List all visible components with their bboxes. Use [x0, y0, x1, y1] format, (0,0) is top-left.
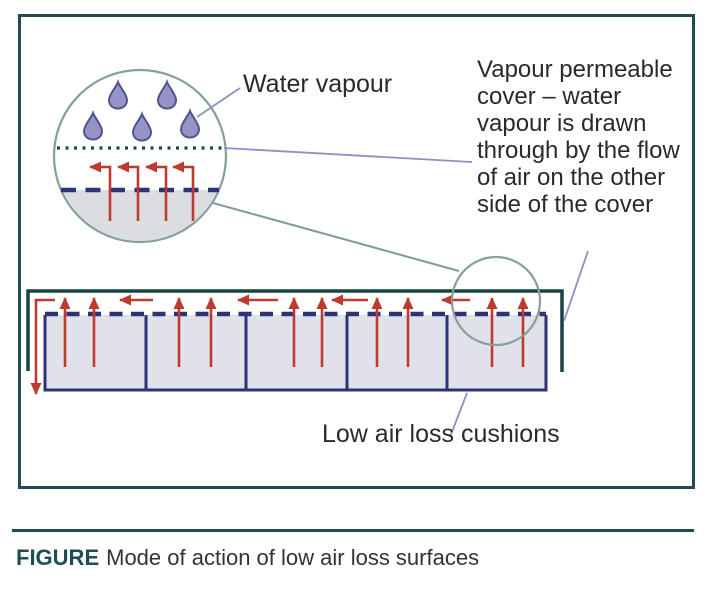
cushion-cell — [144, 315, 248, 392]
airflow-arrow-icon — [117, 161, 140, 221]
figure-caption-tag: FIGURE — [16, 545, 100, 570]
magnifier-connector-line — [212, 202, 460, 272]
airflow-arrow-icon — [89, 161, 112, 221]
cover-edge-leader-line — [563, 250, 589, 322]
cushion-cell — [345, 315, 449, 392]
cushions — [43, 311, 548, 392]
cushion-cell — [244, 315, 349, 392]
inset-airflow-arrows — [89, 161, 195, 221]
inset-magnified-view — [52, 68, 228, 244]
magnifier-small-circle — [450, 255, 542, 347]
vapour-permeable-cover-note: Vapour permeable cover – water vapour is… — [477, 56, 680, 218]
air-cover-outline — [26, 289, 564, 372]
water-vapour-label: Water vapour — [243, 70, 393, 98]
leader-lines — [196, 87, 589, 438]
cushion-cell — [43, 315, 148, 392]
airflow-arrow-icon — [172, 161, 195, 221]
down-outflow-arrow-icon — [30, 298, 55, 395]
cushion-cell — [445, 315, 548, 392]
caption-divider — [12, 529, 694, 532]
low-air-loss-cushions-label: Low air loss cushions — [322, 420, 560, 448]
cushion-cells — [43, 315, 548, 392]
figure-caption-title: Mode of action of low air loss surfaces — [106, 545, 480, 570]
airflow-arrow-icon — [145, 161, 168, 221]
water-vapour-leader-line — [196, 87, 241, 118]
cover-note-leader-line — [223, 147, 473, 163]
airflow-arrows — [30, 294, 529, 395]
cushions-leader-line — [449, 392, 468, 438]
